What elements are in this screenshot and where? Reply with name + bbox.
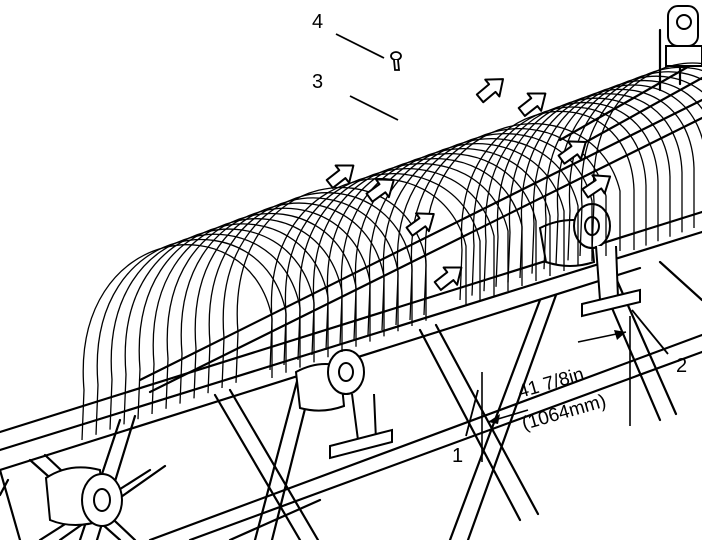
arrow-icon (405, 212, 435, 237)
callout-1: 1 (452, 445, 463, 467)
arrow-icon (475, 78, 505, 104)
conveyor-truss-frame (0, 22, 702, 540)
arrow-icon (557, 140, 587, 165)
callout-3: 3 (312, 71, 323, 93)
callout-leaders (335, 33, 669, 437)
hood-section-3 (459, 62, 702, 301)
dimension-imperial: 41 7/8in (516, 364, 587, 403)
hood-rib (591, 62, 702, 252)
hood-rib (579, 66, 702, 257)
idler-roller-front (44, 466, 123, 527)
idler-roller-middle (294, 349, 393, 460)
callout-4: 4 (312, 11, 323, 33)
arrow-icon (517, 92, 547, 117)
arrow-icon (365, 178, 395, 203)
arrow-icon (433, 266, 463, 291)
hood-section-1 (81, 186, 427, 441)
arrow-icon (581, 174, 612, 199)
arrow-icon (325, 164, 355, 189)
top-right-bracket (665, 5, 702, 67)
dimension-arrow-right-icon (614, 330, 626, 340)
hood-section-2 (269, 123, 621, 371)
conveyor-hood (81, 62, 702, 441)
lift-direction-arrows (325, 78, 612, 291)
bolt-icon (390, 51, 402, 71)
callout-2: 2 (676, 355, 687, 377)
dimension-arrow-left-icon (488, 414, 500, 424)
